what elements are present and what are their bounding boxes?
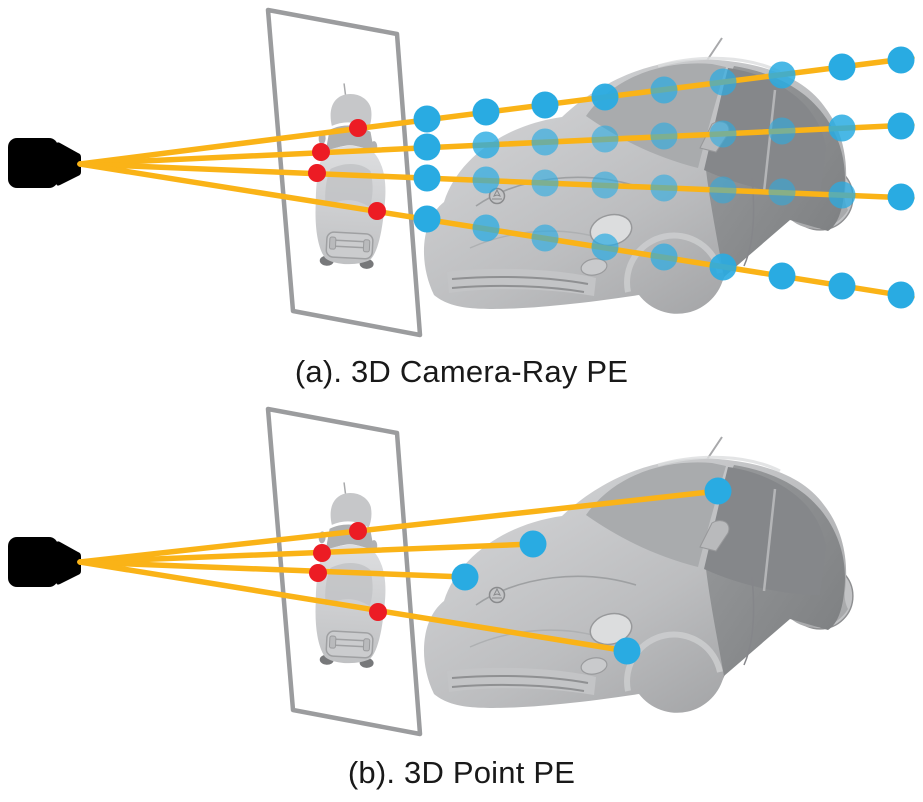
point-sample-dot [451,563,479,591]
point-sample-dot [519,530,547,558]
ray-sample-dot [828,272,856,300]
figure-a: (a). 3D Camera-Ray PE [0,0,923,399]
point-pe-diagram [8,399,923,749]
ray-sample-dot [709,176,737,204]
point-sample-dot [613,637,641,665]
ray-sample-dot [768,117,796,145]
ray-sample-dot [768,262,796,290]
camera-ray-line [77,541,536,565]
ray-sample-dot [828,53,856,81]
ray-sample-dot [531,224,559,252]
car-illustration [424,437,853,713]
ray-sample-dot [591,83,619,111]
image-plane-point [308,164,326,182]
image-plane-point [309,564,327,582]
ray-sample-dot [472,98,500,126]
ray-sample-dot [591,171,619,199]
ray-sample-dot [650,243,678,271]
image-plane-point [349,522,367,540]
ray-sample-dot [887,281,915,309]
ray-sample-dot [413,133,441,161]
ray-sample-dot [650,122,678,150]
camera-ray-line [77,488,721,565]
figure-b-caption: (b). 3D Point PE [347,755,576,790]
ray-sample-dot [591,125,619,153]
ray-sample-dot [709,120,737,148]
camera-ray-pe-diagram [8,0,915,345]
ray-sample-dot [472,214,500,242]
image-plane-point [349,119,367,137]
camera-icon-use [8,537,81,587]
ray-sample-dot [828,114,856,142]
camera-icon-use [8,138,81,188]
rays-and-points-layer [77,46,915,309]
ray-sample-dot [887,183,915,211]
camera-ray-line [77,559,468,580]
ray-sample-dot [887,46,915,74]
ray-sample-dot [709,68,737,96]
ray-sample-dot [650,76,678,104]
ray-sample-dot [768,61,796,89]
ray-sample-dot [650,174,678,202]
ray-sample-dot [709,253,737,281]
ray-sample-dot [531,91,559,119]
image-plane-point [369,603,387,621]
point-sample-dot [704,477,732,505]
image-plane-point [312,143,330,161]
ray-sample-dot [768,178,796,206]
ray-sample-dot [591,233,619,261]
ray-sample-dot [828,181,856,209]
figure-b: (b). 3D Point PE [0,399,923,799]
ray-sample-dot [472,166,500,194]
camera-ray-line [77,559,630,654]
ray-sample-dot [413,164,441,192]
image-plane-point [313,544,331,562]
image-plane-point [368,202,386,220]
ray-sample-dot [531,169,559,197]
ray-sample-dot [413,105,441,133]
rays-and-points-layer [77,477,732,665]
ray-sample-dot [887,112,915,140]
ray-sample-dot [531,128,559,156]
figure-a-caption: (a). 3D Camera-Ray PE [294,354,629,389]
ray-sample-dot [413,205,441,233]
ray-sample-dot [472,131,500,159]
